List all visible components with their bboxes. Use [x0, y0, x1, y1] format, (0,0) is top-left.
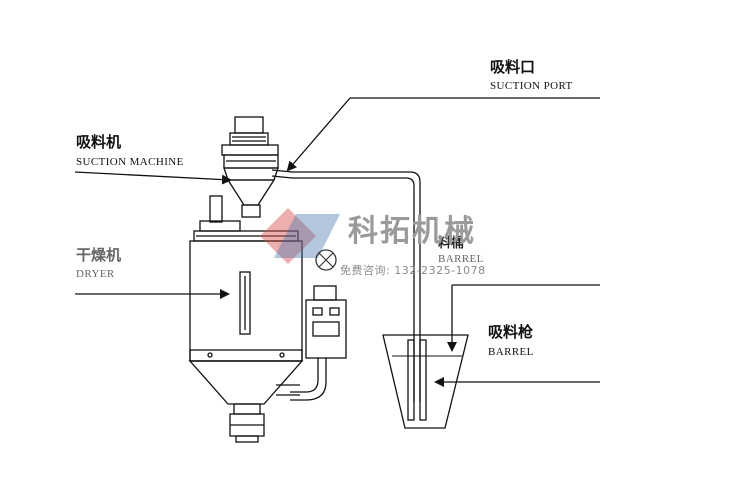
suction-pipe: [292, 171, 421, 402]
dryer-unit: [188, 220, 304, 443]
arrow-suction-port: [286, 97, 351, 172]
label-barrel-top-en: BARREL: [438, 253, 484, 265]
watermark-hotline: 免费咨询: 132-2325-1078: [340, 264, 486, 277]
barrel-body: [382, 334, 469, 429]
label-suction-gun-en: BARREL: [488, 346, 534, 358]
heater-control: [290, 285, 347, 401]
control-box: [305, 299, 347, 359]
label-suction-gun-cn: 吸料枪: [488, 323, 534, 341]
sight-glass: [239, 271, 251, 335]
leader-lines: [74, 97, 600, 387]
receiver-body: [223, 167, 279, 181]
discharge-neck: [233, 403, 261, 415]
label-barrel-top-cn: 料桶: [438, 236, 465, 251]
label-dryer-cn: 干燥机: [76, 246, 122, 264]
label-dryer-en: DRYER: [76, 268, 115, 280]
label-suction-port-cn: 吸料口: [490, 58, 536, 76]
bracket: [209, 195, 223, 223]
motor-cap: [234, 116, 264, 134]
watermark-logo: [260, 208, 340, 271]
discharge-valve: [229, 413, 265, 437]
label-suction-machine-cn: 吸料机: [76, 133, 122, 151]
label-suction-machine-en: SUCTION MACHINE: [76, 156, 184, 168]
logo-blue-shape: [274, 214, 340, 258]
suction-machine-unit: [209, 116, 293, 223]
suction-gun-tube: [407, 339, 415, 421]
receiver-cone: [226, 179, 276, 206]
barrel-unit: [382, 334, 469, 429]
receiver-neck: [241, 204, 261, 218]
arrow-suction-machine: [74, 171, 232, 185]
motor-body: [229, 132, 269, 146]
logo-red-shape: [260, 208, 316, 264]
heater-cap: [313, 285, 337, 301]
watermark-brand: 科拓机械: [348, 214, 476, 249]
label-suction-port-en: SUCTION PORT: [490, 80, 573, 92]
motor-flange: [221, 144, 279, 156]
valve-wheel: [315, 249, 337, 271]
dryer-cone: [188, 360, 304, 405]
